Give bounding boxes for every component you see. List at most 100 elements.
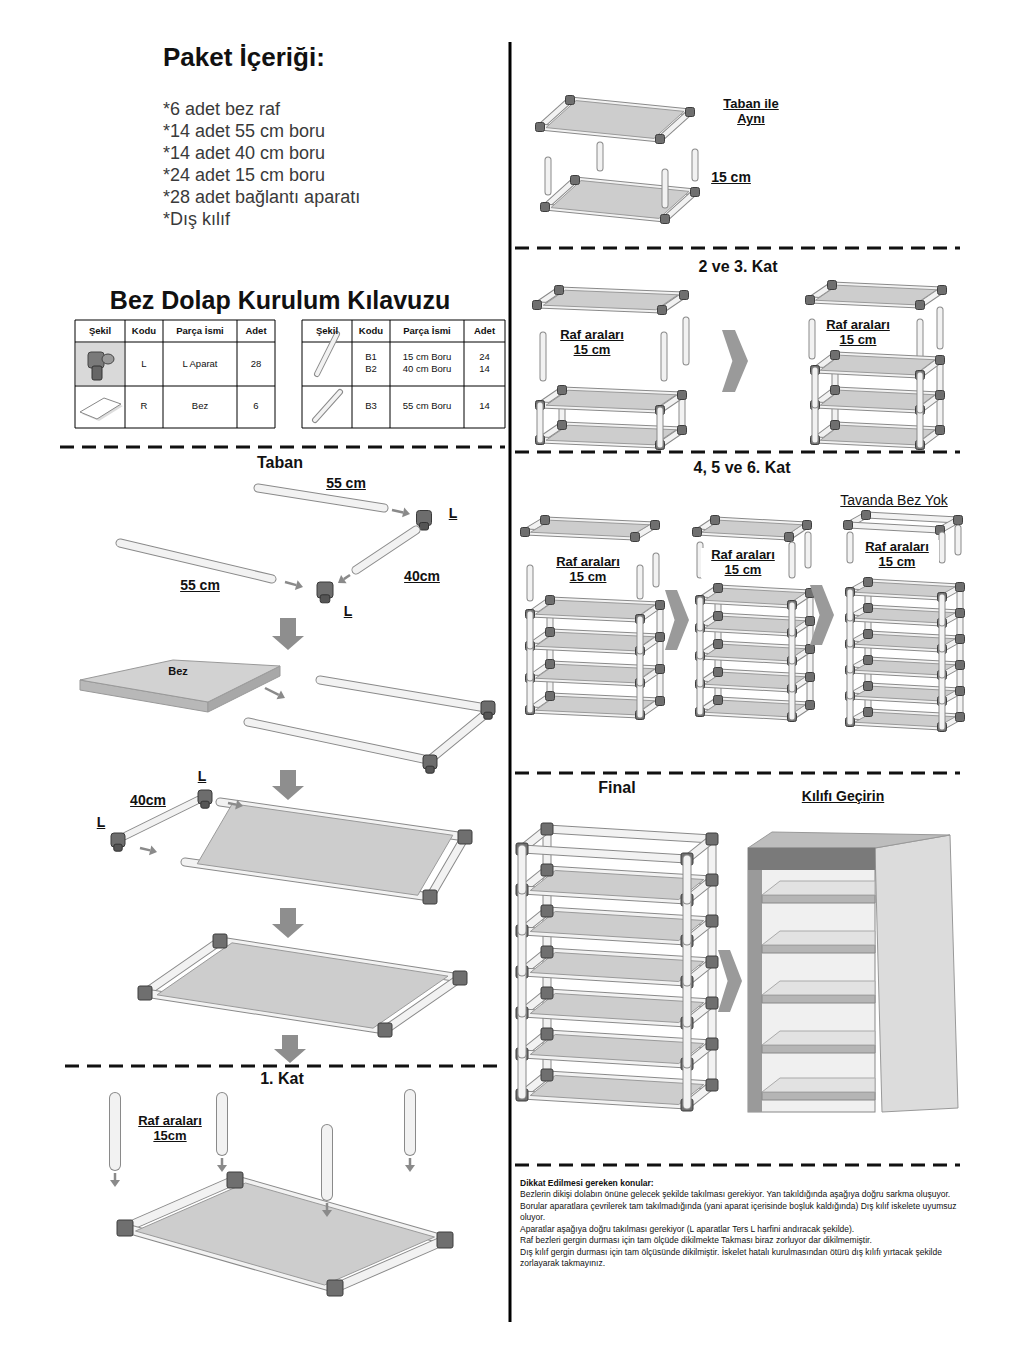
note-text: Borular aparatlara çevrilerek tam takılm… — [520, 1201, 960, 1224]
tube — [866, 515, 958, 520]
dimension-label: L — [342, 603, 355, 619]
tube-outline — [789, 689, 796, 717]
connector — [656, 633, 665, 642]
tube — [918, 322, 923, 356]
table-rule — [75, 428, 275, 429]
tube — [519, 1054, 526, 1095]
connector — [711, 516, 720, 525]
connector — [714, 668, 723, 677]
tube-outline — [540, 335, 547, 378]
connector — [661, 215, 670, 224]
small-arrow — [114, 1173, 117, 1180]
tube — [940, 535, 945, 560]
tube-outline — [518, 1054, 527, 1095]
fabric-sheet-shape — [78, 652, 288, 720]
connector — [541, 905, 553, 917]
table-header: Kodu — [359, 326, 383, 337]
tube-outline — [847, 535, 854, 560]
small-arrow-head — [295, 580, 303, 590]
tube-outline — [527, 646, 534, 678]
connector — [714, 640, 723, 649]
connector — [546, 628, 555, 637]
tube — [684, 859, 691, 900]
tube-outline — [545, 160, 552, 192]
connector — [806, 296, 815, 305]
tube-outline — [847, 696, 854, 722]
tube-outline — [789, 605, 796, 633]
table-header: Parça İsmi — [176, 326, 224, 337]
fabric-shelf — [530, 1076, 704, 1105]
tube — [248, 722, 428, 760]
tube-outline — [683, 900, 692, 941]
connector — [831, 351, 840, 360]
table-rule — [75, 342, 275, 343]
tube-outline — [697, 684, 704, 712]
table-rule — [275, 320, 276, 428]
tube — [698, 656, 703, 684]
cover-front — [748, 848, 875, 1112]
covered-shelf-top — [762, 931, 875, 945]
tube — [848, 670, 853, 696]
tube-outline — [320, 680, 486, 708]
fabric-top — [80, 660, 280, 702]
dimension-label: L — [196, 768, 209, 784]
tube-outline — [697, 628, 704, 656]
tube-outline — [216, 1098, 228, 1150]
connector — [678, 426, 687, 435]
table-rule — [302, 320, 303, 428]
step-arrow — [272, 770, 304, 800]
tube-outline — [866, 515, 958, 520]
dimension-label: Kılıfı Geçirin — [800, 788, 886, 804]
tube-outline — [661, 335, 668, 378]
connector — [828, 281, 837, 290]
tube-outline — [955, 528, 962, 552]
small-arrow — [392, 510, 403, 512]
connector — [706, 997, 718, 1009]
fabric-sheet: Bez — [78, 652, 288, 720]
table-header: Şekil — [89, 326, 111, 337]
tube-outline — [527, 614, 534, 646]
connector — [656, 601, 665, 610]
note-text: Raf bezleri gergin durması için tam ölçü… — [520, 1235, 960, 1246]
connector — [213, 934, 227, 948]
connector — [536, 123, 545, 132]
tube-outline — [917, 410, 924, 445]
note-text: Aparatlar aşağıya doğru takılması gereki… — [520, 1224, 960, 1235]
tube — [663, 172, 668, 205]
spacing-label: Raf araları 15 cm — [550, 328, 634, 358]
tube — [528, 568, 533, 598]
tube — [938, 310, 943, 346]
cover-edge — [748, 870, 762, 1112]
fabric-shelf — [530, 912, 704, 941]
tube — [541, 335, 546, 378]
small-arrow-head — [402, 508, 410, 518]
tube-outline — [812, 370, 819, 405]
small-arrow-head — [110, 1180, 120, 1187]
part-name: Bez — [168, 665, 188, 678]
fabric-shelf — [530, 871, 704, 900]
connector — [656, 665, 665, 674]
fabric-shelf — [197, 804, 453, 896]
step-chevron — [722, 330, 748, 392]
tube-outline — [939, 623, 946, 649]
connector — [806, 645, 815, 654]
step-arrow — [274, 1035, 306, 1063]
package-item: *24 adet 15 cm boru — [163, 165, 325, 186]
spacing-label: Raf araları 15 cm — [855, 540, 939, 570]
tube — [120, 543, 272, 579]
fabric-shelf — [136, 1183, 435, 1285]
tube — [638, 683, 643, 715]
tube — [598, 145, 603, 168]
table-cell: 40 cm Boru — [403, 364, 452, 375]
small-arrow — [326, 1203, 329, 1210]
tube-outline — [939, 649, 946, 675]
connector — [541, 864, 553, 876]
tube-outline — [637, 619, 644, 651]
connector — [785, 533, 794, 542]
tube — [790, 633, 795, 661]
connector — [938, 286, 947, 295]
dimension-label: 55 cm — [178, 577, 222, 593]
covered-shelf-top — [762, 1031, 875, 1045]
l-connector-socket — [114, 844, 122, 851]
